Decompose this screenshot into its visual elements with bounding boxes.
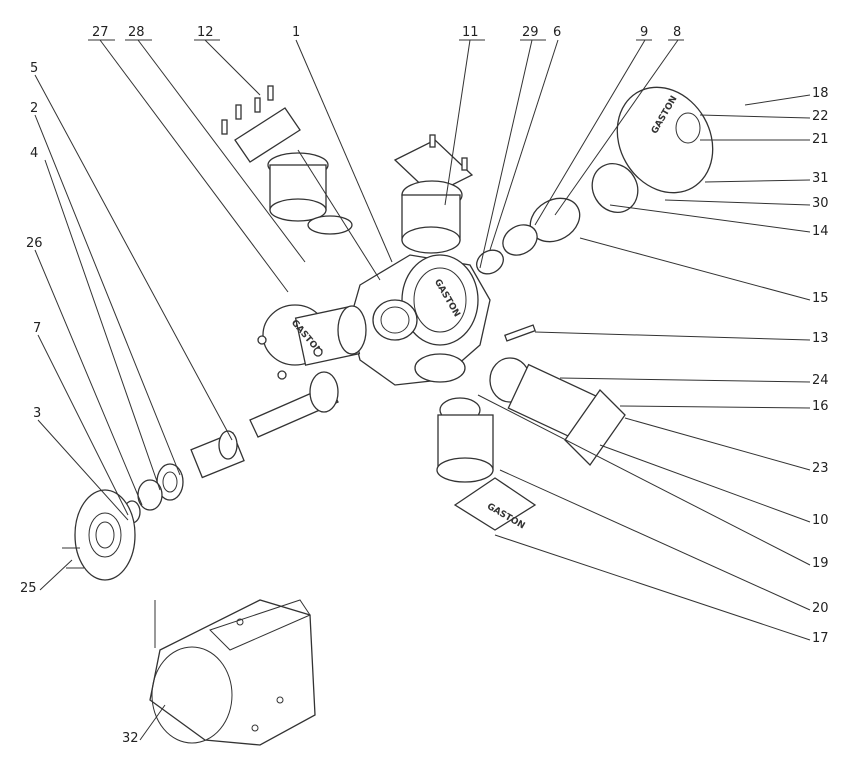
part-label-14: 14 — [812, 224, 829, 239]
part-label-24: 24 — [812, 373, 829, 388]
part-label-28: 28 — [128, 25, 145, 40]
part-label-17: 17 — [812, 631, 829, 646]
part-label-27: 27 — [92, 25, 109, 40]
part-label-16: 16 — [812, 399, 829, 414]
part-label-21: 21 — [812, 132, 829, 147]
part-label-7: 7 — [33, 321, 41, 336]
left-flange — [62, 489, 136, 581]
part-label-2: 2 — [30, 101, 38, 116]
drive-shaft — [123, 371, 339, 524]
part-label-15: 15 — [812, 291, 829, 306]
parts-artwork: GASTON GASTON — [62, 85, 714, 746]
part-label-13: 13 — [812, 331, 829, 346]
part-label-11: 11 — [462, 25, 479, 40]
part-label-19: 19 — [812, 556, 829, 571]
central-housing: GASTON — [349, 254, 491, 386]
part-label-12: 12 — [197, 25, 214, 40]
part-label-9: 9 — [640, 25, 648, 40]
part-label-4: 4 — [30, 146, 38, 161]
part-label-18: 18 — [812, 86, 829, 101]
part-label-30: 30 — [812, 196, 829, 211]
part-label-29: 29 — [522, 25, 539, 40]
part-label-26: 26 — [26, 236, 43, 251]
part-label-22: 22 — [812, 109, 829, 124]
part-label-10: 10 — [812, 513, 829, 528]
part-label-31: 31 — [812, 171, 829, 186]
leader-lines — [34, 39, 811, 741]
left-cylinder: GASTON — [257, 304, 367, 380]
part-label-6: 6 — [553, 25, 561, 40]
part-number-labels: 27 28 12 1 11 29 6 9 8 5 2 4 26 7 3 25 3… — [20, 25, 829, 746]
top-left-cylinder — [221, 85, 381, 281]
part-label-1: 1 — [292, 25, 300, 40]
part-label-23: 23 — [812, 461, 829, 476]
part-label-3: 3 — [33, 406, 41, 421]
part-label-25: 25 — [20, 581, 37, 596]
part-label-20: 20 — [812, 601, 829, 616]
lower-right-cylinder — [489, 324, 626, 467]
part-label-32: 32 — [122, 731, 139, 746]
top-right-cylinder — [393, 134, 474, 254]
part-label-8: 8 — [673, 25, 681, 40]
part-label-5: 5 — [30, 61, 38, 76]
right-end-cover: GASTON — [476, 86, 714, 275]
mounting-bracket — [149, 599, 316, 746]
bottom-cylinder: GASTON — [436, 397, 537, 532]
